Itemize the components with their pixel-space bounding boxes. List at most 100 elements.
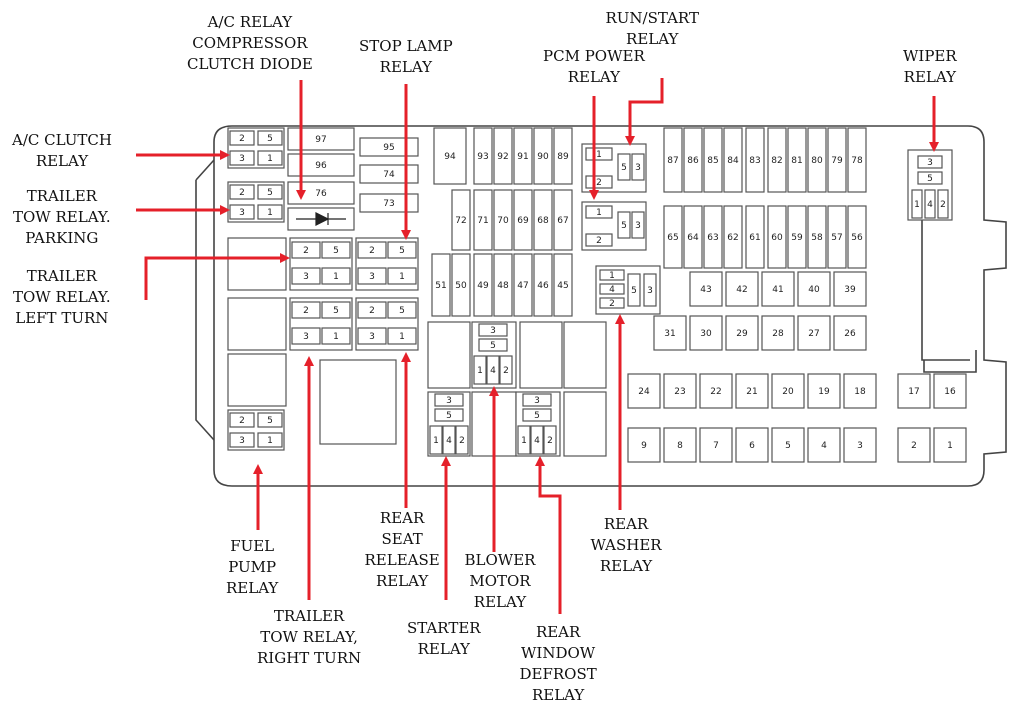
fuse-90: [533, 127, 553, 185]
fuse-number-90: 90: [537, 152, 549, 162]
fuse-number-18: 18: [854, 387, 866, 397]
relay-pin: [257, 130, 283, 146]
relay-pin: [357, 327, 387, 345]
fuse-number-29: 29: [736, 329, 748, 339]
fuse-number-9: 9: [641, 441, 647, 451]
fuse-86: [683, 127, 703, 193]
fuse-87: [663, 127, 683, 193]
fuse-number-51: 51: [435, 281, 446, 291]
fuse-4: [807, 427, 841, 463]
relay-pin: [357, 267, 387, 285]
relay-blank: [227, 353, 287, 407]
label-line: SEAT: [381, 530, 423, 548]
label-line: TOW RELAY.: [13, 208, 111, 226]
label-line: PCM POWER: [543, 47, 645, 65]
fuse-28: [761, 315, 795, 351]
fuse-63: [703, 205, 723, 269]
relay-pin-label: 1: [477, 366, 483, 376]
relay-pin-label: 2: [369, 306, 375, 316]
fuse-number-17: 17: [908, 387, 919, 397]
panel-outline: [195, 125, 1007, 487]
fuse-number-84: 84: [727, 156, 739, 166]
fuse-number-70: 70: [497, 216, 509, 226]
fuse-45: [553, 253, 573, 317]
relay-blank: [319, 359, 397, 445]
fuse-49: [473, 253, 493, 317]
relay-pin: [387, 267, 417, 285]
fuse-number-62: 62: [727, 233, 738, 243]
relay-pin: [429, 425, 443, 455]
fuse-number-80: 80: [811, 156, 823, 166]
fuse-70: [493, 189, 513, 251]
fuse-9: [627, 427, 661, 463]
fuse-41: [761, 271, 795, 307]
relay-pin: [585, 233, 613, 247]
relay-pin: [486, 355, 500, 385]
relay-pin-label: 5: [927, 174, 933, 184]
relay-pin-label: 2: [239, 188, 245, 198]
relay-pin-label: 1: [333, 332, 339, 342]
fuse-39: [833, 271, 867, 307]
relay-pin: [291, 327, 321, 345]
relay-pin: [478, 338, 508, 352]
fuse-29: [725, 315, 759, 351]
fuse-number-1: 1: [947, 441, 953, 451]
label-line: CLUTCH DIODE: [187, 55, 313, 73]
fuse-number-4: 4: [821, 441, 827, 451]
fuse-23: [663, 373, 697, 409]
fuse-68: [533, 189, 553, 251]
label-line: WIPER: [903, 47, 957, 65]
label-line: RELAY: [375, 572, 429, 590]
fuse-91: [513, 127, 533, 185]
fuse-59: [787, 205, 807, 269]
relay-pin-label: 3: [446, 396, 452, 406]
relay-blank: [519, 321, 563, 389]
relay-pin: [321, 301, 351, 319]
relay-pin: [257, 184, 283, 200]
callout-arrow: [625, 78, 664, 146]
fuse-number-26: 26: [844, 329, 856, 339]
relay-pin-label: 3: [927, 158, 933, 168]
relay-pin-label: 3: [239, 154, 245, 164]
relay-pin-label: 3: [369, 272, 375, 282]
relay-pin-label: 5: [399, 306, 405, 316]
fuse-number-93: 93: [477, 152, 488, 162]
fuse-8: [663, 427, 697, 463]
relay-pin: [617, 211, 631, 239]
fuse-89: [553, 127, 573, 185]
fuse-20: [771, 373, 805, 409]
relay-pin-label: 1: [333, 272, 339, 282]
fuse-85: [703, 127, 723, 193]
fuse-65: [663, 205, 683, 269]
relay-pin: [229, 412, 255, 428]
fuse-number-21: 21: [746, 387, 757, 397]
fuse-number-46: 46: [537, 281, 549, 291]
label-line: LEFT TURN: [15, 309, 109, 327]
fuse-80: [807, 127, 827, 193]
relay-pin-label: 5: [534, 411, 540, 421]
label-line: WASHER: [590, 536, 662, 554]
fuse-74: [359, 164, 419, 184]
fuse-number-60: 60: [771, 233, 783, 243]
fuse-number-87: 87: [667, 156, 678, 166]
fuse-number-64: 64: [687, 233, 699, 243]
label-line: TRAILER: [26, 267, 97, 285]
relay-pin-label: 3: [647, 286, 653, 296]
fuse-number-72: 72: [455, 216, 466, 226]
fuse-number-40: 40: [808, 285, 820, 295]
fuse-number-96: 96: [315, 161, 327, 171]
relay-pin: [387, 301, 417, 319]
fuse-71: [473, 189, 493, 251]
fuse-number-45: 45: [557, 281, 568, 291]
fuse-number-82: 82: [771, 156, 782, 166]
callout-arrow: [535, 456, 562, 614]
label-line: STOP LAMP: [359, 37, 453, 55]
relay-pin: [522, 408, 552, 422]
relay-pin: [517, 425, 531, 455]
